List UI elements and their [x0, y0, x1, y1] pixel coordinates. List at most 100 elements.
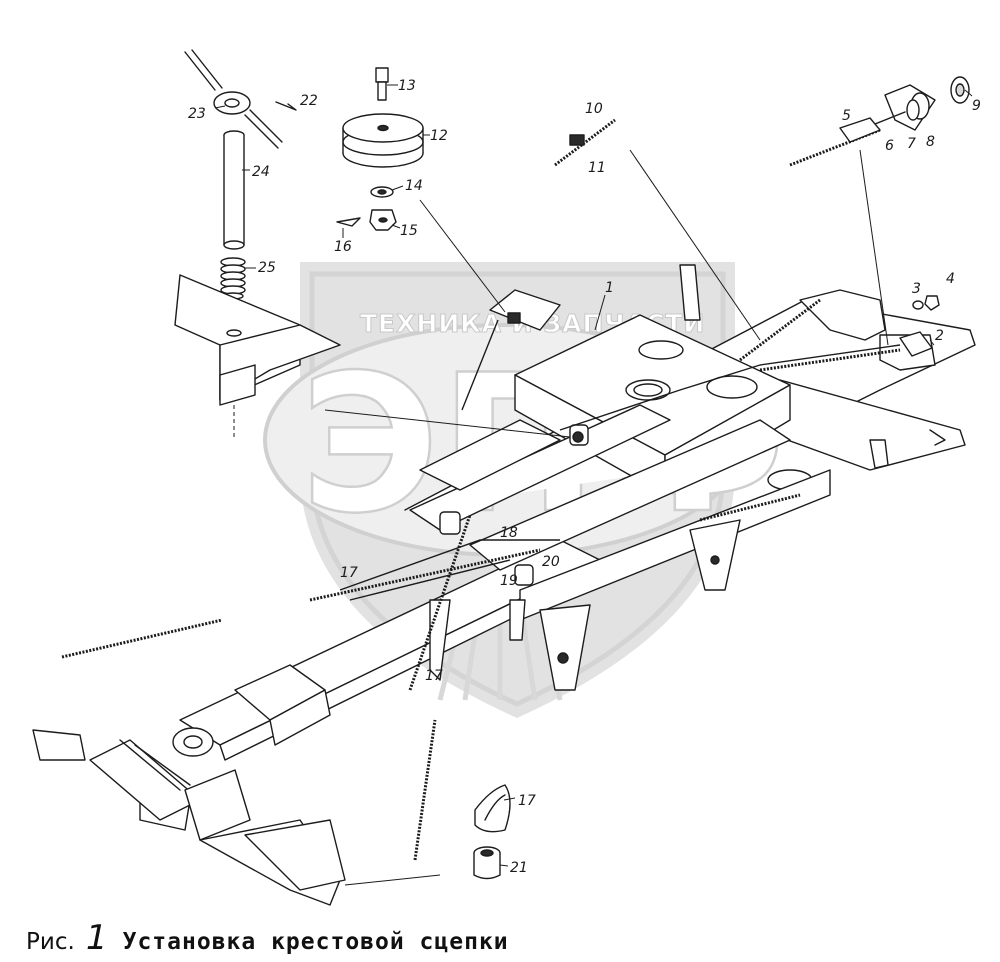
label-22: 22 — [300, 93, 318, 109]
bracket-bolt-1 — [557, 652, 569, 664]
wrench-23-arms — [184, 51, 279, 149]
tube-24-bottom — [223, 240, 245, 250]
label-15: 15 — [400, 223, 418, 239]
lower-bracket-1 — [539, 604, 591, 691]
washer-14-hole — [377, 189, 387, 195]
part-7 — [906, 99, 920, 121]
pin-16 — [336, 217, 361, 227]
label-2: 2 — [935, 328, 944, 344]
tow-block — [184, 769, 251, 841]
pulley-seat-2 — [706, 375, 758, 399]
label-17-lower: 17 — [425, 668, 443, 684]
cable-cross-1 — [339, 539, 560, 591]
assembly-drawing: ТЕХНИКА И ЗАПЧАСТИ ЭПФ — [32, 49, 981, 906]
label-8: 8 — [926, 134, 935, 150]
label-1: 1 — [605, 280, 614, 296]
part-10-clamp — [569, 134, 585, 146]
cable-top-run — [559, 344, 901, 431]
leader-lines — [214, 84, 973, 886]
part-9-hole — [955, 83, 965, 97]
frame-lug — [869, 439, 889, 469]
watermark-wheat — [437, 590, 563, 701]
rope-detached — [61, 618, 223, 659]
tow-assembly — [32, 729, 346, 906]
right-bracket — [799, 289, 886, 341]
roller-19 — [514, 564, 534, 586]
pulley-nut — [507, 312, 521, 324]
spring-assembly — [174, 49, 341, 440]
bolt-13-shank — [377, 81, 387, 101]
upper-plate — [489, 289, 561, 331]
part-4-nut — [924, 295, 940, 311]
chassis-frame — [172, 264, 976, 761]
cable-cross-2 — [349, 559, 511, 601]
spring-bracket-latch — [219, 364, 256, 406]
lower-bracket-2 — [689, 519, 741, 591]
spring-25 — [220, 257, 246, 300]
nut-15-hole — [378, 217, 388, 223]
label-10: 10 — [585, 101, 603, 117]
lower-post-2 — [509, 599, 526, 641]
label-21: 21 — [510, 860, 528, 876]
drawbar-sleeve-side — [269, 689, 331, 746]
small-hardware — [899, 295, 940, 357]
cables — [61, 118, 901, 861]
pin-22 — [275, 101, 297, 111]
rope-17-left — [309, 548, 541, 602]
cross-member-1 — [409, 404, 671, 531]
spring-bracket-hole — [226, 329, 242, 337]
label-24: 24 — [252, 164, 270, 180]
cross-member-2 — [419, 419, 561, 491]
label-14: 14 — [405, 178, 423, 194]
part-2 — [899, 331, 933, 357]
upright-post — [679, 264, 701, 321]
caption-prefix: Рис. — [26, 929, 75, 955]
tube-24-body — [223, 134, 245, 246]
part-21-hole — [480, 849, 494, 857]
rope-10-11 — [554, 118, 616, 167]
tensioner-assembly — [839, 76, 970, 143]
label-12: 12 — [430, 128, 448, 144]
wrench-23-arms-2 — [191, 49, 283, 143]
rope-bottom — [413, 719, 437, 861]
bracket-bolt-2 — [710, 555, 720, 565]
rope-right — [699, 493, 801, 522]
label-23: 23 — [188, 106, 206, 122]
rope-17-lower — [408, 514, 472, 691]
label-19: 19 — [500, 573, 518, 589]
label-20: 20 — [542, 554, 560, 570]
wrench-23-hole — [224, 98, 240, 108]
cable-vertical-1 — [461, 319, 499, 411]
label-7: 7 — [907, 136, 916, 152]
caption-figure-number: 1 — [85, 918, 108, 958]
pulley-seat-1 — [638, 340, 684, 360]
pulley-12-hole — [377, 124, 389, 132]
part-6-clamp — [839, 117, 881, 143]
bolt-13-head — [375, 67, 389, 83]
drawbar-eye-hole — [183, 735, 203, 749]
loose-parts — [473, 784, 511, 880]
label-3: 3 — [912, 281, 921, 297]
figure-caption: Рис. 1 Установка крестовой сцепки — [26, 918, 509, 958]
cross-member-3 — [469, 419, 791, 571]
tow-base-top — [244, 819, 346, 891]
label-25: 25 — [258, 260, 276, 276]
rope-chain-2 — [759, 348, 901, 372]
rope-chain — [739, 298, 821, 362]
label-4: 4 — [946, 271, 955, 287]
part-3-washer — [912, 300, 924, 310]
label-16: 16 — [334, 239, 352, 255]
frame-hook — [929, 429, 946, 446]
part-17-fold — [484, 794, 506, 821]
roller-18 — [439, 511, 461, 535]
label-11: 11 — [588, 160, 606, 176]
tow-plate-1 — [32, 729, 86, 761]
platform-hole-inner — [633, 383, 663, 397]
part-labels: 1 2 3 4 5 6 7 8 9 10 11 12 13 14 15 16 1… — [188, 78, 981, 876]
tow-rods — [119, 739, 191, 791]
label-5: 5 — [842, 108, 851, 124]
label-13: 13 — [398, 78, 416, 94]
label-6: 6 — [885, 138, 894, 154]
label-17-left: 17 — [340, 565, 358, 581]
label-18: 18 — [500, 525, 518, 541]
